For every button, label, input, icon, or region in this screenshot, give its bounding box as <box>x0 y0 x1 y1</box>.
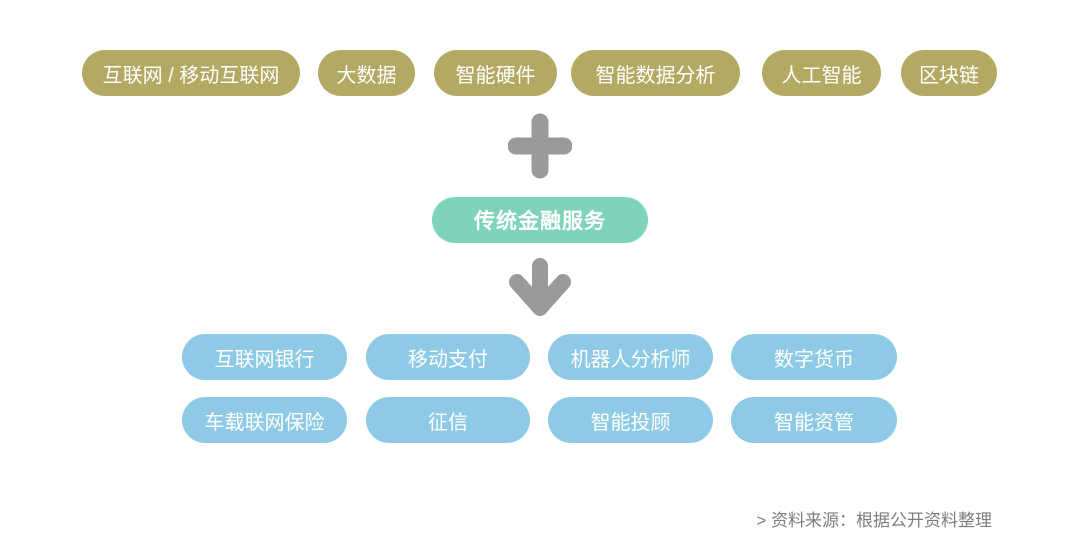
arrow-down-icon <box>505 256 575 322</box>
capability-pill-bigdata: 大数据 <box>318 50 415 96</box>
service-pill-smart-asset-management: 智能资管 <box>731 397 897 443</box>
capability-pill-internet: 互联网 / 移动互联网 <box>82 50 300 96</box>
service-pill-robo-advisor: 智能投顾 <box>548 397 713 443</box>
service-pill-internet-bank: 互联网银行 <box>182 334 347 380</box>
capability-pill-blockchain: 区块链 <box>901 50 997 96</box>
service-pill-connected-car-insurance: 车载联网保险 <box>182 397 347 443</box>
capability-pill-ai: 人工智能 <box>762 50 881 96</box>
capability-pill-smart-hardware: 智能硬件 <box>434 50 557 96</box>
plus-icon <box>507 112 573 180</box>
center-pill-traditional-finance: 传统金融服务 <box>432 197 648 243</box>
service-pill-credit-reporting: 征信 <box>366 397 530 443</box>
service-pill-digital-currency: 数字货币 <box>731 334 897 380</box>
service-pill-mobile-payment: 移动支付 <box>366 334 530 380</box>
source-note: > 资料来源：根据公开资料整理 <box>756 511 992 530</box>
service-pill-robot-analyst: 机器人分析师 <box>548 334 713 380</box>
capability-pill-data-analysis: 智能数据分析 <box>571 50 740 96</box>
